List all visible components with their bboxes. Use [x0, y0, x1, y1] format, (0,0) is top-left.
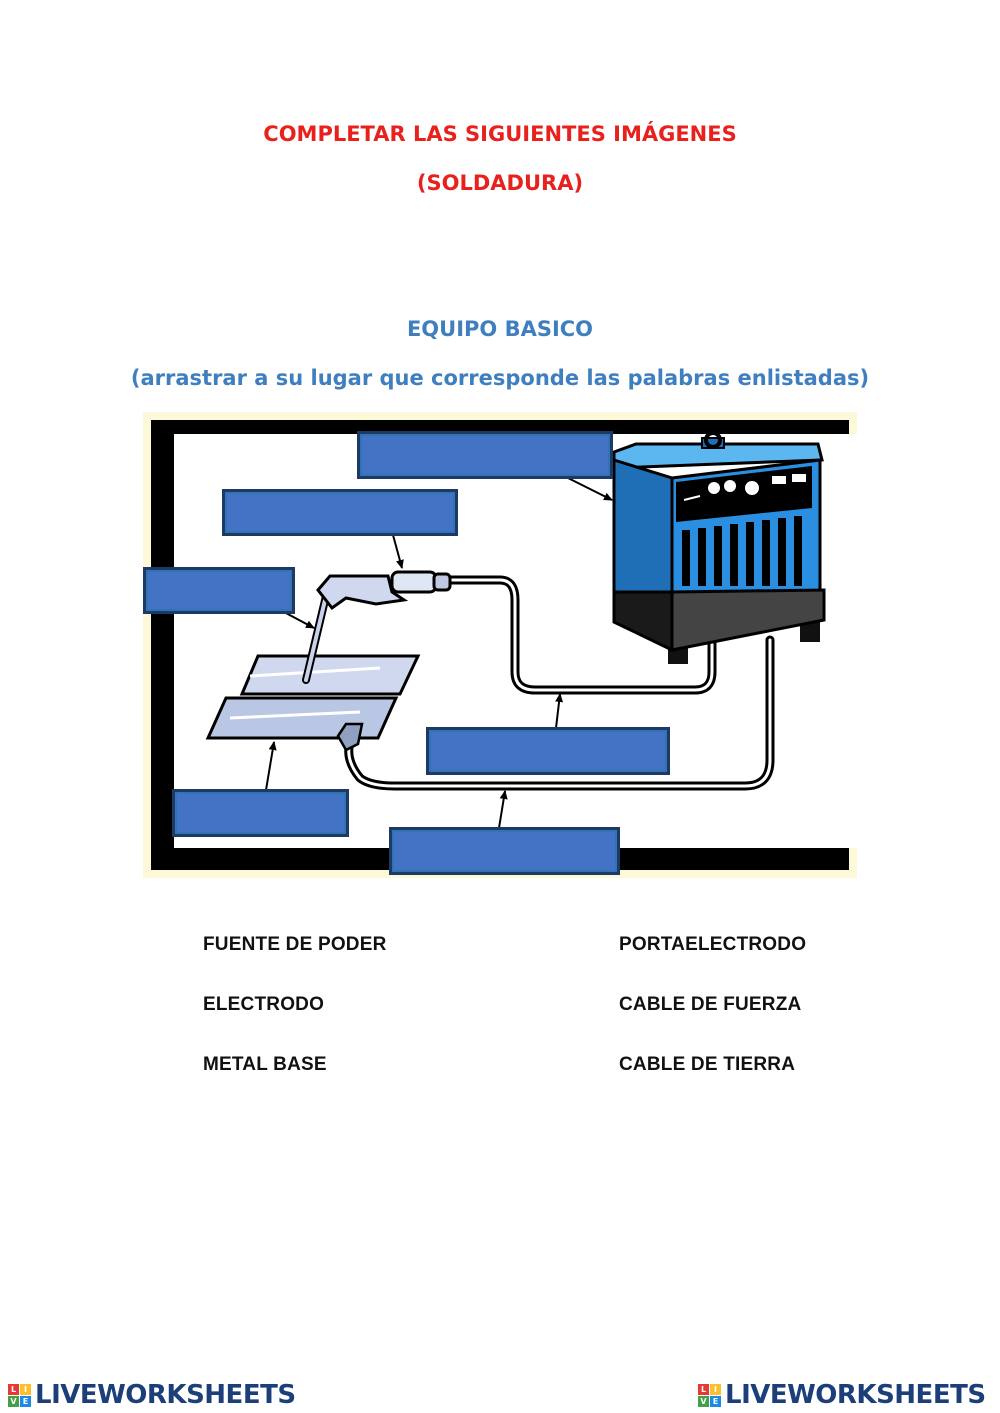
liveworksheets-logo-left: L I V E LIVEWORKSHEETS [8, 1378, 296, 1412]
word-fuente-de-poder[interactable]: FUENTE DE PODER [203, 934, 387, 955]
drop-target-power-source[interactable] [357, 431, 613, 479]
power-cable-core [446, 578, 714, 692]
worksheet-subject: (SOLDADURA) [416, 171, 584, 195]
worksheet-title: COMPLETAR LAS SIGUIENTES IMÁGENES [263, 122, 737, 146]
word-electrodo[interactable]: ELECTRODO [203, 994, 325, 1015]
ground-clamp [336, 722, 364, 752]
logo-mark-icon: L I V E [8, 1383, 31, 1407]
logo-text: LIVEWORKSHEETS [725, 1380, 986, 1410]
drop-target-power-cable[interactable] [426, 727, 670, 775]
drop-target-ground-cable[interactable] [389, 827, 620, 875]
word-metal-base[interactable]: METAL BASE [203, 1054, 327, 1075]
word-portaelectrodo[interactable]: PORTAELECTRODO [619, 934, 807, 955]
section-title: EQUIPO BASICO [406, 317, 594, 341]
electrode-holder-drawing [316, 570, 452, 611]
drop-target-electrode[interactable] [143, 567, 295, 614]
power-source-machine [612, 431, 826, 664]
liveworksheets-logo-right: L I V E LIVEWORKSHEETS [698, 1378, 986, 1412]
instructions: (arrastrar a su lugar que corresponde la… [130, 366, 870, 390]
word-cable-de-fuerza[interactable]: CABLE DE FUERZA [619, 994, 802, 1015]
drop-target-electrode-holder[interactable] [222, 489, 458, 536]
drop-target-base-metal[interactable] [172, 789, 349, 837]
logo-text: LIVEWORKSHEETS [35, 1380, 296, 1410]
logo-mark-icon: L I V E [698, 1383, 721, 1407]
base-metal [205, 654, 421, 740]
ground-cable-core [347, 638, 772, 788]
word-cable-de-tierra[interactable]: CABLE DE TIERRA [619, 1054, 796, 1075]
